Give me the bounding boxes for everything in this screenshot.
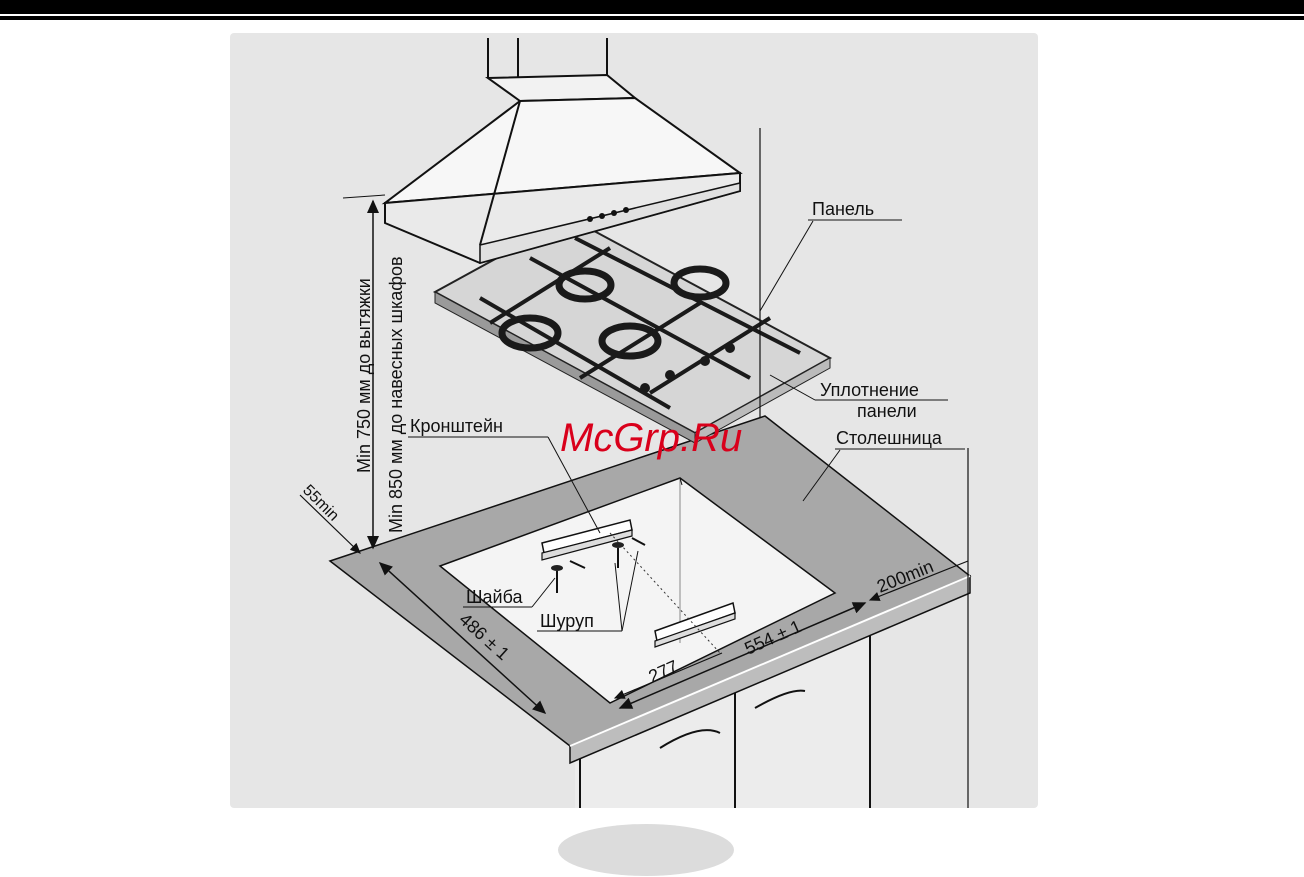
vertical-label-hood: Min 750 мм до вытяжки: [354, 278, 374, 473]
vertical-label-cabinets: Min 850 мм до навесных шкафов: [386, 256, 406, 533]
seal-label-line1: Уплотнение: [820, 380, 919, 400]
header-rule-thick: [0, 0, 1304, 14]
countertop-label: Столешница: [836, 428, 943, 448]
washer-label: Шайба: [466, 587, 523, 607]
screw-label: Шуруп: [540, 611, 594, 631]
watermark: McGrp.Ru: [560, 416, 742, 460]
installation-diagram: Min 750 мм до вытяжки Min 850 мм до наве…: [230, 33, 1038, 808]
seal-label-line2: панели: [857, 401, 917, 421]
header-rule-thin: [0, 16, 1304, 20]
bracket-label: Кронштейн: [410, 416, 503, 436]
page-number-oval: [558, 824, 734, 876]
panel-label: Панель: [812, 199, 874, 219]
